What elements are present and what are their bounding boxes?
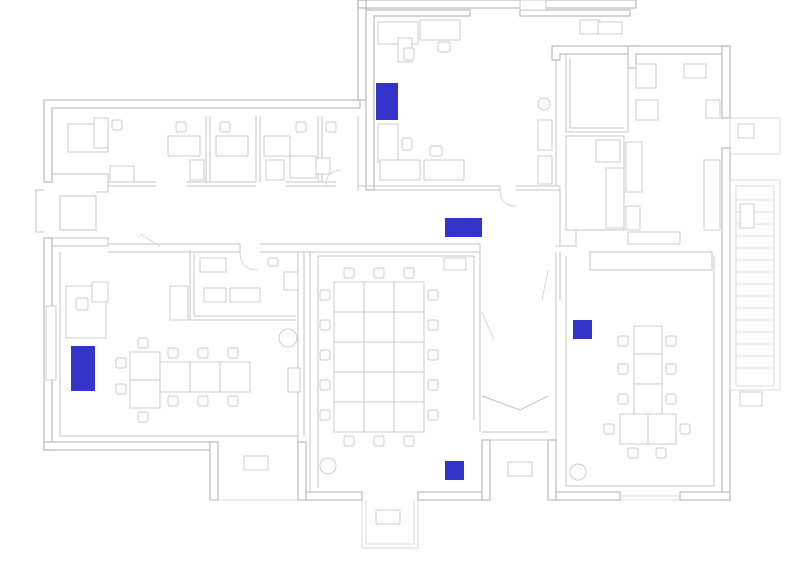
interior-walls	[35, 54, 715, 492]
marker-corridor	[445, 218, 482, 237]
marker-upper-office	[376, 83, 398, 120]
marker-left-office	[71, 346, 95, 391]
furniture	[45, 0, 721, 525]
staircase	[729, 117, 781, 407]
markers	[71, 83, 592, 480]
outer-walls	[43, 0, 731, 549]
marker-right-office	[573, 320, 592, 339]
marker-meeting-room	[445, 461, 464, 480]
